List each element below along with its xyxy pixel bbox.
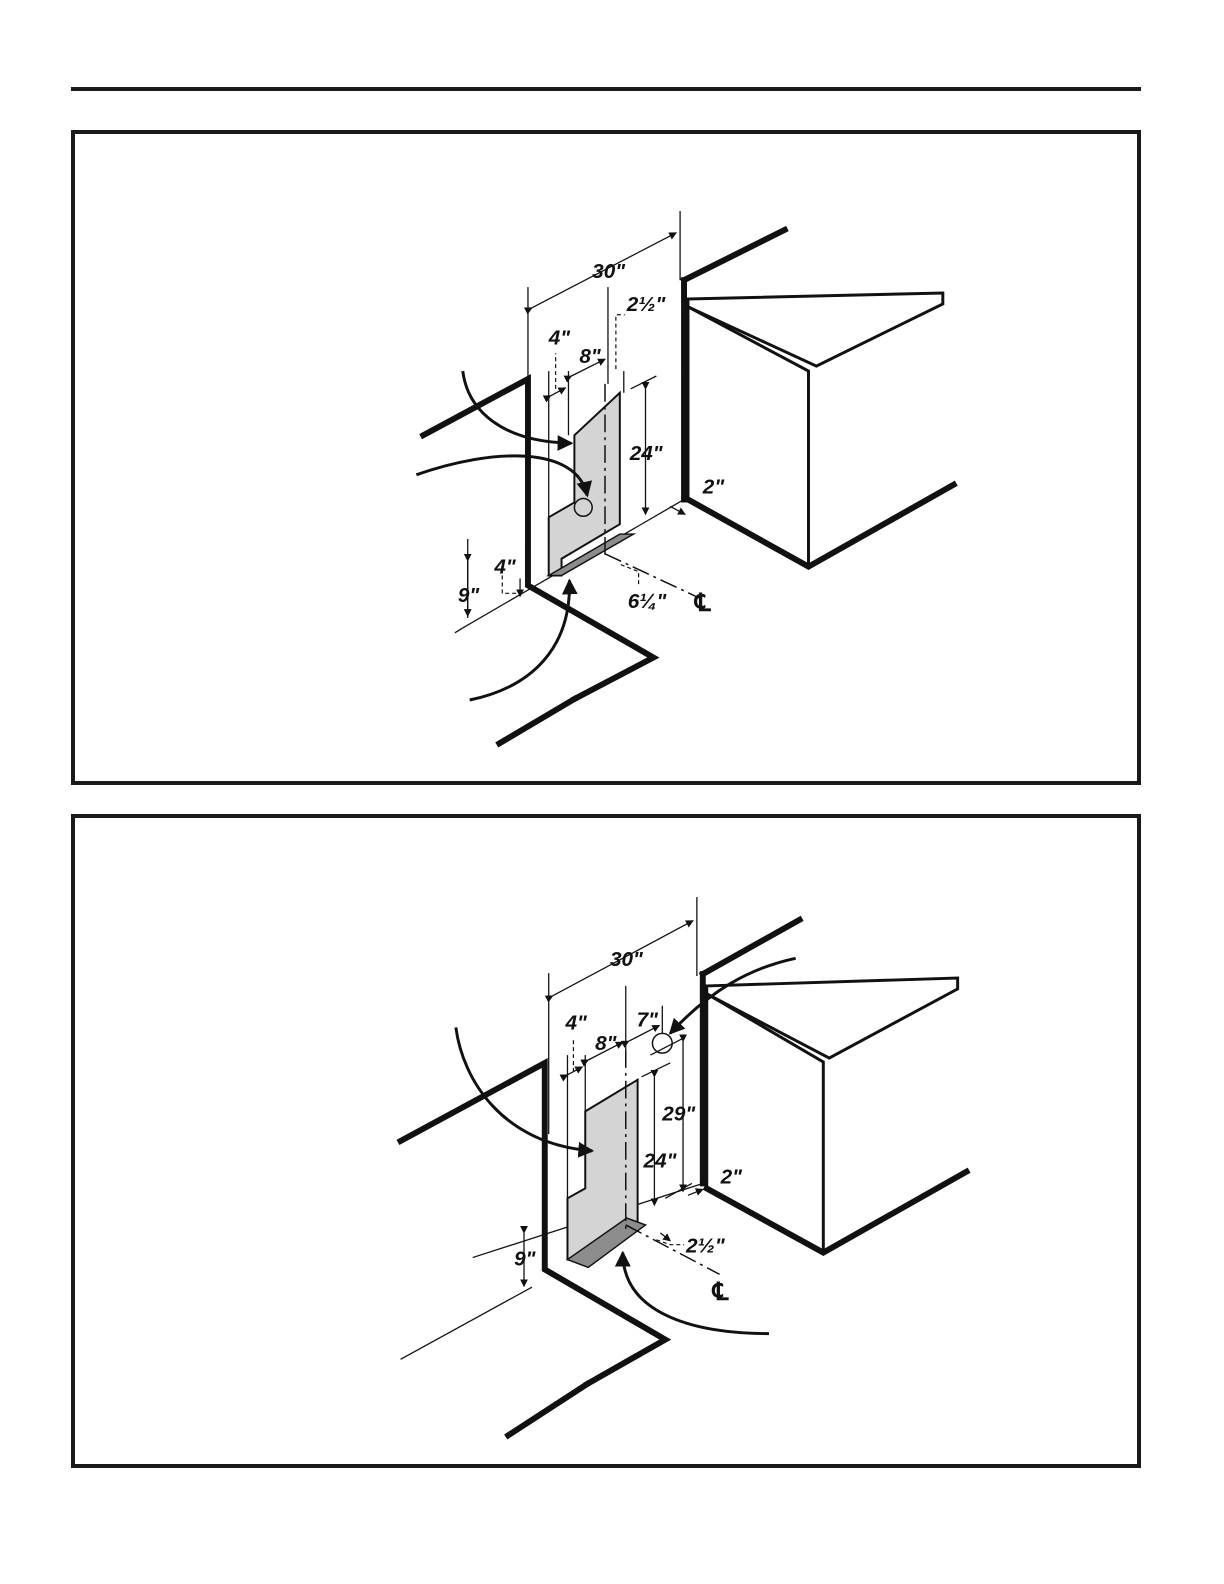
dim-24-label: 24" — [629, 442, 664, 465]
header-rule — [71, 87, 1141, 91]
dim-8-label: 8" — [579, 345, 602, 368]
diagram-bottom-drawing: 30" 4" 8" 7" 29" 24" 2" 9" 2½" ℄ — [75, 818, 1137, 1464]
dim-24-label: 24" — [643, 1150, 678, 1173]
floor-front-edge — [499, 699, 574, 743]
dim-30-label: 30" — [592, 260, 626, 283]
centerline-label: ℄ — [712, 1279, 730, 1306]
dim-7-label: 7" — [637, 1008, 660, 1031]
dim-2-5-label: 2½" — [626, 293, 667, 316]
dim-9-label: 9" — [514, 1247, 537, 1270]
dim-2-label: 2" — [720, 1165, 744, 1188]
callout-arrow-floor — [623, 1253, 769, 1334]
dim-floor-4-label: 4" — [493, 556, 517, 579]
dim-4-label: 4" — [565, 1011, 589, 1034]
diagram-top-drawing: 30" 2½" 4" 8" 24" 2" 9" 4" 6¼" ℄ — [75, 134, 1137, 781]
dim-4-label: 4" — [548, 326, 572, 349]
floor-front-edge — [508, 1384, 587, 1435]
dim-29-label: 29" — [661, 1102, 696, 1125]
installation-diagram-bottom: 30" 4" 8" 7" 29" 24" 2" 9" 2½" ℄ — [71, 814, 1141, 1468]
right-wall-edge — [703, 920, 800, 974]
installation-diagram-top: 30" 2½" 4" 8" 24" 2" 9" 4" 6¼" ℄ — [71, 130, 1141, 785]
callout-arrow-outlet — [416, 456, 587, 496]
right-wall-edge — [684, 230, 785, 280]
dim-8-label: 8" — [595, 1032, 618, 1055]
centerline-label: ℄ — [694, 590, 712, 617]
dim-2-label: 2" — [702, 476, 726, 499]
dim-6-25-label: 6¼" — [628, 590, 668, 613]
callout-arrow-area — [456, 1027, 592, 1150]
dim-2-5-label: 2½" — [685, 1235, 726, 1258]
outlet-circle — [652, 1033, 672, 1053]
dim-9-label: 9" — [458, 584, 481, 607]
dim-30-label: 30" — [610, 948, 644, 971]
